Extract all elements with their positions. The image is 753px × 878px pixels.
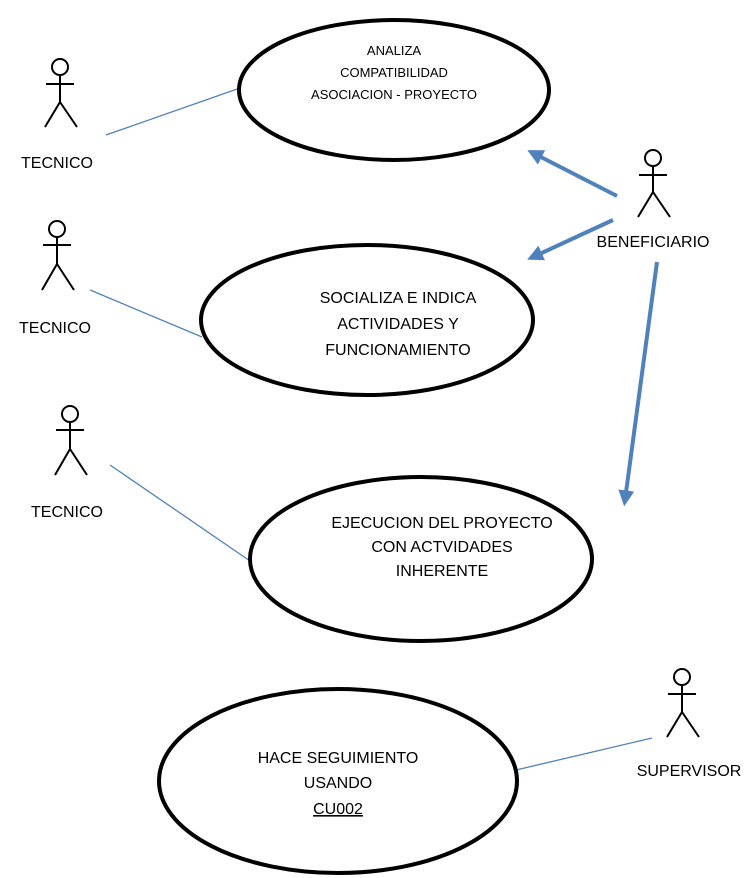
use-case-ejecucion-line-3: INHERENTE [396,563,488,580]
arrow-beneficiario-ejecucion [618,261,659,507]
actor-tecnico-2-label: TECNICO [19,320,91,337]
actor-tecnico-1[interactable]: TECNICO [21,58,93,172]
actor-tecnico-2[interactable]: TECNICO [19,220,91,337]
actor-supervisor[interactable]: SUPERVISOR [637,668,742,780]
stick-figure-icon [44,58,78,128]
use-case-seguimiento-line-2: USANDO [304,775,372,792]
use-case-analiza-line-2: COMPATIBILIDAD [340,65,448,80]
actor-tecnico-3[interactable]: TECNICO [31,405,103,521]
association-tecnico-2-socializa [89,289,203,338]
use-case-seguimiento-line-1: HACE SEGUIMIENTO [258,750,419,767]
use-case-ejecucion-line-1: EJECUCION DEL PROYECTO [331,515,552,532]
association-tecnico-3-ejecucion [109,464,254,564]
stick-figure-icon [54,405,88,476]
use-case-socializa-line-1: SOCIALIZA E INDICA [320,290,477,307]
arrow-beneficiario-analiza [527,150,618,198]
use-case-socializa-line-2: ACTIVIDADES Y [337,316,459,333]
use-case-seguimiento[interactable]: HACE SEGUIMIENTO USANDO CU002 [157,687,519,875]
actor-tecnico-3-label: TECNICO [31,504,103,521]
stick-figure-icon [666,668,700,738]
actor-tecnico-1-label: TECNICO [21,155,93,172]
actor-beneficiario[interactable]: BENEFICIARIO [597,149,710,251]
arrow-beneficiario-socializa [527,218,614,261]
use-case-analiza-line-3: ASOCIACION - PROYECTO [311,87,477,102]
use-case-seguimiento-line-3-link[interactable]: CU002 [313,801,363,818]
actor-supervisor-label: SUPERVISOR [637,763,742,780]
association-tecnico-1-analiza [105,87,241,136]
association-supervisor-seguimiento [515,737,653,771]
use-case-socializa-line-3: FUNCIONAMIENTO [325,342,470,359]
use-case-ejecucion[interactable]: EJECUCION DEL PROYECTO CON ACTVIDADES IN… [248,475,594,643]
use-case-ejecucion-line-2: CON ACTVIDADES [371,539,512,556]
actor-beneficiario-label: BENEFICIARIO [597,234,710,251]
stick-figure-icon [637,149,671,218]
use-case-socializa[interactable]: SOCIALIZA E INDICA ACTIVIDADES Y FUNCION… [199,243,535,397]
stick-figure-icon [41,220,75,291]
use-case-analiza-line-1: ANALIZA [367,43,422,58]
use-case-analiza[interactable]: ANALIZA COMPATIBILIDAD ASOCIACION - PROY… [237,18,551,162]
